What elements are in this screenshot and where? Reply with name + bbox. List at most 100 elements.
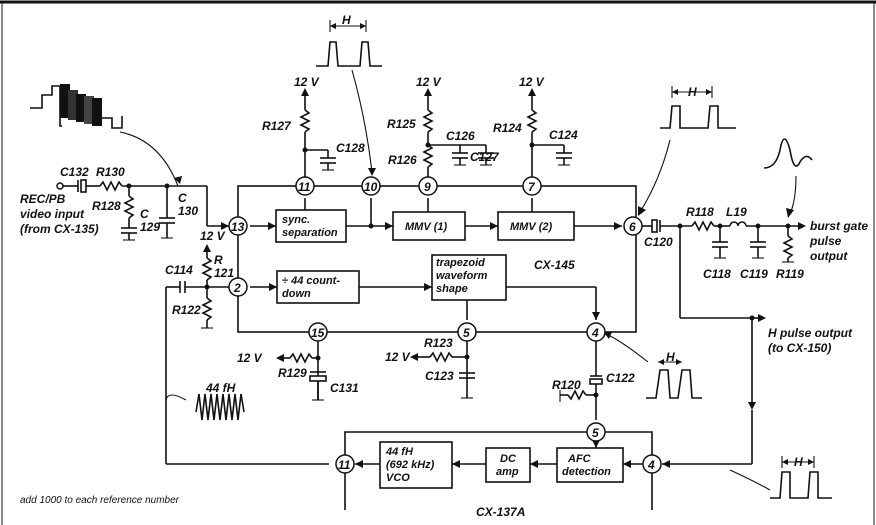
- c129-label-b: 129: [140, 220, 160, 234]
- h-marker-4: H: [794, 455, 803, 469]
- svg-text:2: 2: [233, 281, 241, 295]
- svg-text:4: 4: [647, 458, 655, 472]
- svg-text:MMV (2): MMV (2): [510, 221, 553, 233]
- pin-5: 5: [457, 322, 477, 342]
- r129-label: R129: [278, 366, 307, 380]
- h-pulse-output-label-2: (to CX-150): [768, 341, 831, 355]
- v127-label: 12 V: [294, 75, 320, 89]
- trapezoid-block: trapezoid waveform shape: [431, 254, 507, 301]
- output-network: [642, 219, 806, 468]
- pin-15: 15: [308, 322, 328, 342]
- video-input-label-2: video input: [20, 207, 85, 221]
- burst-gate-label-3: output: [810, 249, 848, 263]
- c119-label: C119: [740, 267, 768, 281]
- c124-label: C124: [549, 128, 578, 142]
- b-pin-4: 4: [642, 454, 662, 474]
- video-waveform-sketch: [30, 84, 182, 187]
- c126-label: C126: [446, 129, 475, 143]
- v121-label: 12 V: [200, 229, 226, 243]
- c122-r120-network: [559, 341, 603, 420]
- r127-label: R127: [262, 119, 292, 133]
- v124-label: 12 V: [519, 75, 545, 89]
- pin-4: 4: [586, 322, 606, 342]
- v129-label: 12 V: [237, 351, 263, 365]
- pin-6: 6: [623, 216, 643, 236]
- svg-text:down: down: [282, 288, 311, 300]
- r126-label: R126: [388, 153, 417, 167]
- r124-label: R124: [493, 121, 522, 135]
- svg-text:(692 kHz): (692 kHz): [386, 459, 435, 471]
- svg-text:÷ 44 count-: ÷ 44 count-: [282, 275, 340, 287]
- sync-separation-block: sync. separation: [275, 209, 347, 243]
- mmv1-block: MMV (1): [392, 211, 466, 241]
- 44fh-waveform-sketch: [165, 393, 245, 421]
- svg-text:9: 9: [424, 180, 431, 194]
- svg-text:7: 7: [528, 180, 536, 194]
- r122-label: R122: [172, 303, 201, 317]
- svg-text:waveform: waveform: [436, 270, 488, 282]
- v125-label: 12 V: [416, 75, 442, 89]
- r118-label: R118: [686, 205, 714, 219]
- pin-11: 11: [295, 176, 315, 196]
- b-pin-5: 5: [586, 422, 606, 442]
- c120-label: C120: [644, 235, 673, 249]
- c132-label: C132: [60, 165, 89, 179]
- afc-detection-block: AFC detection: [556, 447, 624, 483]
- svg-text:15: 15: [311, 326, 325, 340]
- c114-label: C114: [165, 263, 193, 277]
- pin-13: 13: [228, 216, 248, 236]
- c130-label-b: 130: [178, 204, 198, 218]
- r125-label: R125: [387, 117, 416, 131]
- svg-text:MMV (1): MMV (1): [405, 221, 448, 233]
- r119-label: R119: [776, 267, 804, 281]
- h-marker-1: H: [342, 13, 351, 27]
- svg-text:separation: separation: [282, 227, 338, 239]
- svg-text:trapezoid: trapezoid: [436, 257, 485, 269]
- r128-label: R128: [92, 199, 121, 213]
- svg-text:5: 5: [592, 426, 599, 440]
- video-input-label-1: REC/PB: [20, 192, 66, 206]
- h-pulse-waveform-1: [316, 20, 382, 176]
- burst-gate-label-2: pulse: [809, 234, 842, 248]
- dc-amp-block: DC amp: [485, 447, 531, 483]
- r121-label-a: R: [214, 253, 223, 267]
- v123-label: 12 V: [385, 350, 411, 364]
- pin-7: 7: [522, 176, 542, 196]
- svg-text:13: 13: [231, 220, 245, 234]
- countdown-block: ÷ 44 count- down: [276, 270, 360, 304]
- c129-label-a: C: [140, 207, 149, 221]
- c118-label: C118: [703, 267, 731, 281]
- burst-gate-label-1: burst gate: [810, 219, 868, 233]
- cx137a-label: CX-137A: [476, 505, 525, 519]
- svg-text:11: 11: [338, 458, 351, 472]
- l19-label: L19: [726, 205, 747, 219]
- c131-label: C131: [330, 381, 359, 395]
- r125-r126-network: [422, 88, 494, 177]
- svg-text:11: 11: [298, 180, 311, 194]
- svg-text:AFC: AFC: [567, 453, 592, 465]
- svg-text:4: 4: [591, 326, 599, 340]
- pin-2: 2: [228, 277, 248, 297]
- r121-c114-r122-network: [165, 244, 329, 465]
- r123-label: R123: [424, 336, 453, 350]
- mmv2-block: MMV (2): [497, 211, 575, 241]
- svg-text:detection: detection: [562, 466, 611, 478]
- h-pulse-waveform-4: [729, 456, 832, 499]
- b-pin-11: 11: [335, 454, 355, 474]
- c122-label: C122: [606, 371, 635, 385]
- burst-gate-waveform: [763, 138, 813, 218]
- svg-text:5: 5: [463, 326, 470, 340]
- c130-label-a: C: [178, 191, 187, 205]
- h-pulse-waveform-2: [638, 86, 736, 216]
- svg-text:amp: amp: [496, 466, 519, 478]
- svg-text:sync.: sync.: [282, 214, 310, 226]
- freq-44fh-label: 44 fH: [205, 381, 236, 395]
- vco-block: 44 fH (692 kHz) VCO: [379, 441, 453, 489]
- h-pulse-output-label-1: H pulse output: [768, 326, 853, 340]
- cx145-label: CX-145: [534, 258, 575, 272]
- c127-label: C127: [470, 150, 500, 164]
- svg-text:shape: shape: [436, 283, 468, 295]
- r129-c131-network: [276, 341, 327, 401]
- c128-label: C128: [336, 141, 365, 155]
